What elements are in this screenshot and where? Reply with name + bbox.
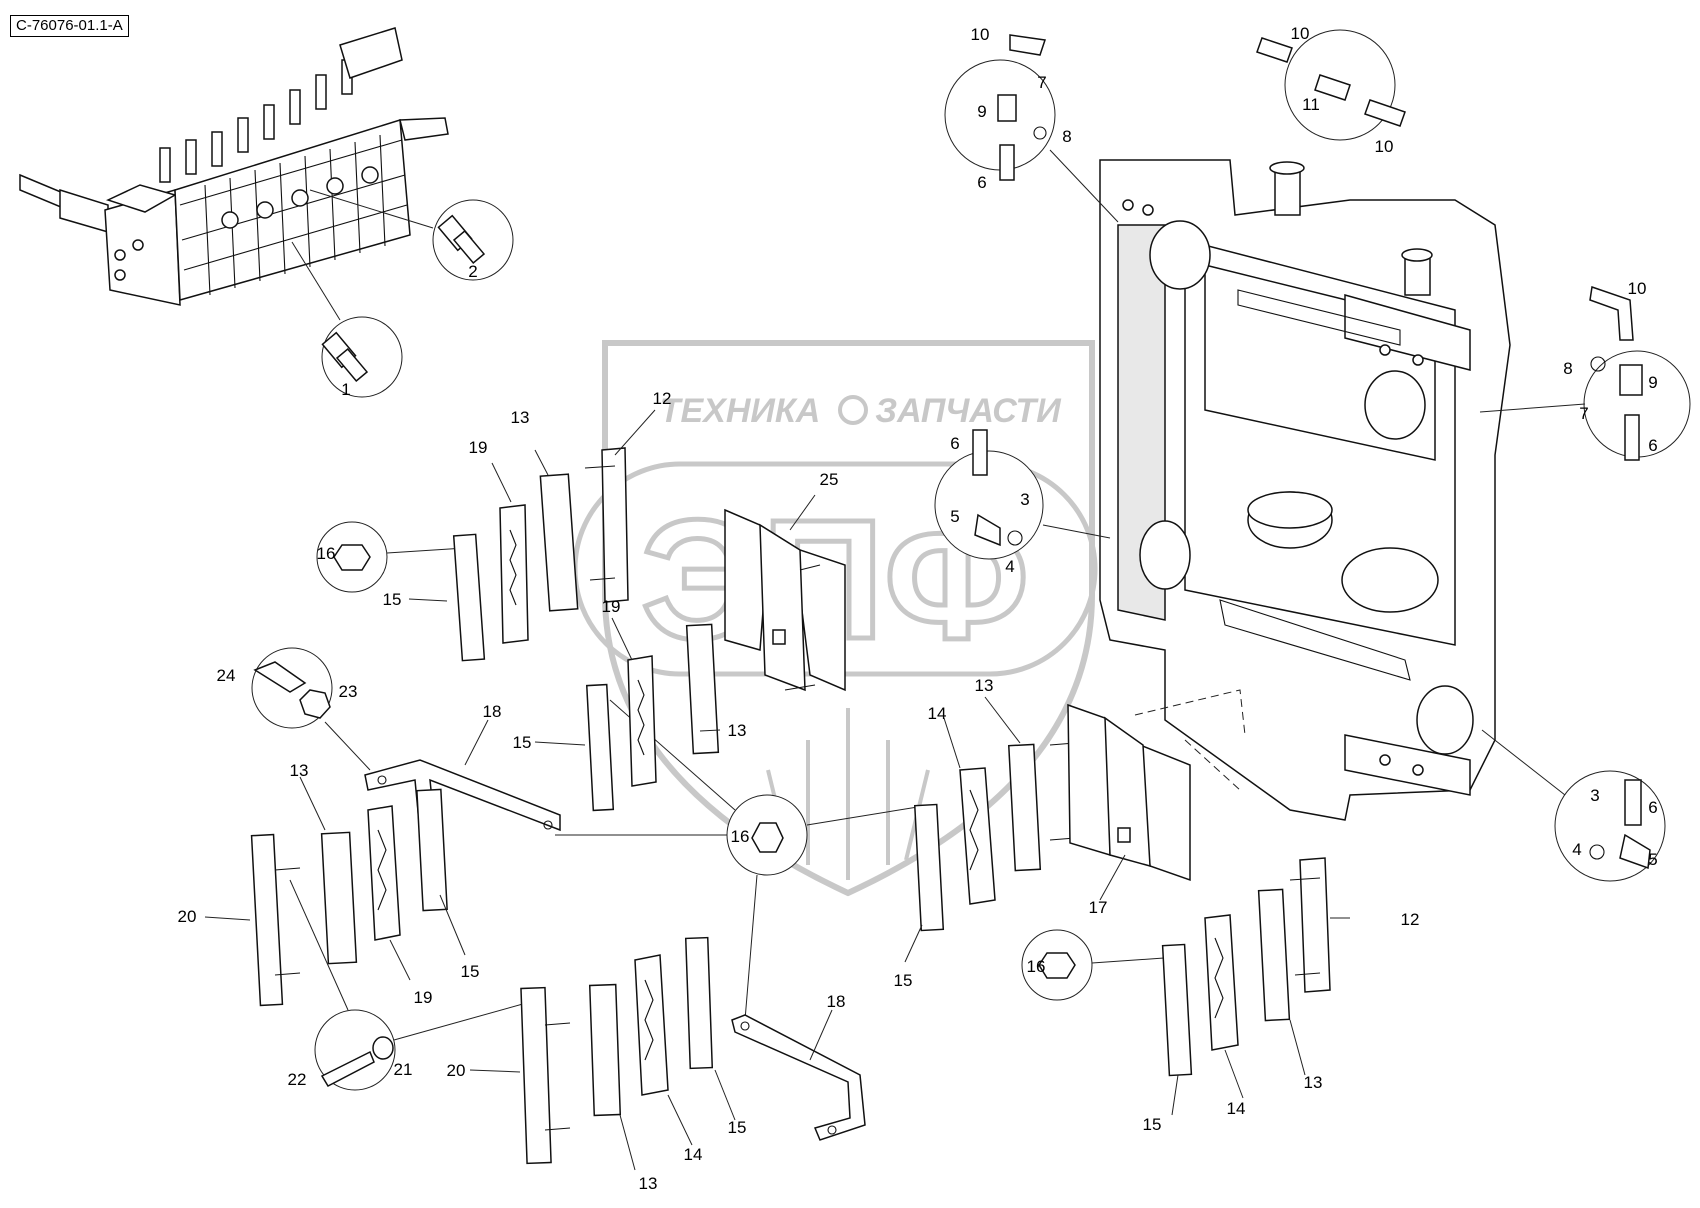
callout-4: 4: [1572, 840, 1581, 859]
detail-circle-2: [309, 189, 514, 281]
callout-20: 20: [447, 1061, 466, 1080]
callout-15: 15: [894, 971, 913, 990]
callout-18: 18: [483, 702, 502, 721]
callout-8: 8: [1563, 359, 1572, 378]
clamp-set-lower-right: [1161, 857, 1331, 1077]
callout-10: 10: [1628, 279, 1647, 298]
callout-9: 9: [1648, 373, 1657, 392]
callout-10: 10: [1375, 137, 1394, 156]
callout-19: 19: [469, 438, 488, 457]
callout-18: 18: [827, 992, 846, 1011]
callout-23: 23: [339, 682, 358, 701]
nut-16-left: [316, 521, 466, 593]
detail-circle-fitting-lower-right: [1481, 729, 1666, 882]
callout-5: 5: [1648, 850, 1657, 869]
callout-15: 15: [461, 962, 480, 981]
detail-circle-1: [291, 241, 403, 398]
callout-10: 10: [971, 25, 990, 44]
clamp-set-lower-center: [520, 936, 714, 1165]
watermark-text-left: ТЕХНИКА: [660, 392, 821, 430]
clamp-set-upper-left: [452, 447, 629, 662]
clamp-set-middle: [585, 623, 720, 812]
detail-circle-fitting-right: [1479, 286, 1691, 461]
callout-1: 1: [341, 380, 350, 399]
callout-5: 5: [950, 507, 959, 526]
callout-9: 9: [977, 102, 986, 121]
detail-circle-nut-16-center: [555, 699, 931, 1021]
callout-15: 15: [728, 1118, 747, 1137]
callout-6: 6: [1648, 798, 1657, 817]
callout-13: 13: [511, 408, 530, 427]
callout-12: 12: [653, 389, 672, 408]
callout-14: 14: [1227, 1099, 1246, 1118]
clamp-set-center-right: [913, 742, 1076, 932]
watermark-text-right: ЗАПЧАСТИ: [875, 392, 1062, 430]
callout-4: 4: [1005, 557, 1014, 576]
callout-22: 22: [288, 1070, 307, 1089]
detail-circle-fitting-top: [944, 34, 1119, 223]
callout-11: 11: [1302, 95, 1320, 114]
callout-17: 17: [1089, 898, 1108, 917]
callout-15: 15: [513, 733, 532, 752]
callout-13: 13: [975, 676, 994, 695]
bracket-18-lower: [731, 1014, 866, 1141]
drawing-code-label: C-76076-01.1-A: [10, 15, 129, 37]
callout-25: 25: [820, 470, 839, 489]
callout-13: 13: [639, 1174, 658, 1193]
callout-6: 6: [977, 173, 986, 192]
callout-8: 8: [1062, 127, 1071, 146]
callout-21: 21: [394, 1060, 413, 1079]
callout-19: 19: [414, 988, 433, 1007]
clamp-set-lower-left: [250, 788, 448, 1007]
callout-10: 10: [1291, 24, 1310, 43]
callout-14: 14: [928, 704, 947, 723]
control-valve-assembly: [19, 27, 449, 306]
nut-16-right: [1021, 929, 1179, 1001]
callout-3: 3: [1020, 490, 1029, 509]
gear-icon: [838, 395, 868, 425]
detail-circle-fitting-top-right: [1256, 29, 1406, 141]
callout-2: 2: [468, 262, 477, 281]
callout-15: 15: [1143, 1115, 1162, 1134]
callout-14: 14: [684, 1145, 703, 1164]
callout-6: 6: [950, 434, 959, 453]
detail-circle-bolt-22: [289, 879, 531, 1091]
callout-24: 24: [217, 666, 236, 685]
callout-16: 16: [731, 827, 750, 846]
callout-13: 13: [1304, 1073, 1323, 1092]
callout-15: 15: [383, 590, 402, 609]
callout-7: 7: [1037, 73, 1046, 92]
callout-16: 16: [317, 544, 336, 563]
callout-19: 19: [602, 597, 621, 616]
callout-20: 20: [178, 907, 197, 926]
callout-6: 6: [1648, 436, 1657, 455]
bracket-17: [1067, 703, 1191, 882]
callout-7: 7: [1579, 404, 1588, 423]
detail-circle-bolt-24: [251, 647, 371, 771]
mounting-frame: [1099, 159, 1511, 821]
detail-circle-fitting-center: [934, 429, 1111, 560]
callout-leaders: [204, 409, 1350, 1171]
callout-16: 16: [1027, 957, 1046, 976]
callout-12: 12: [1401, 910, 1420, 929]
callout-3: 3: [1590, 786, 1599, 805]
callout-13: 13: [728, 721, 747, 740]
callout-13: 13: [290, 761, 309, 780]
callout-numbers: 1 2 10 7 9 8 6 10 11 10 10 8 9 7 6 6 3 5…: [178, 24, 1658, 1193]
bracket-25: [724, 508, 846, 692]
